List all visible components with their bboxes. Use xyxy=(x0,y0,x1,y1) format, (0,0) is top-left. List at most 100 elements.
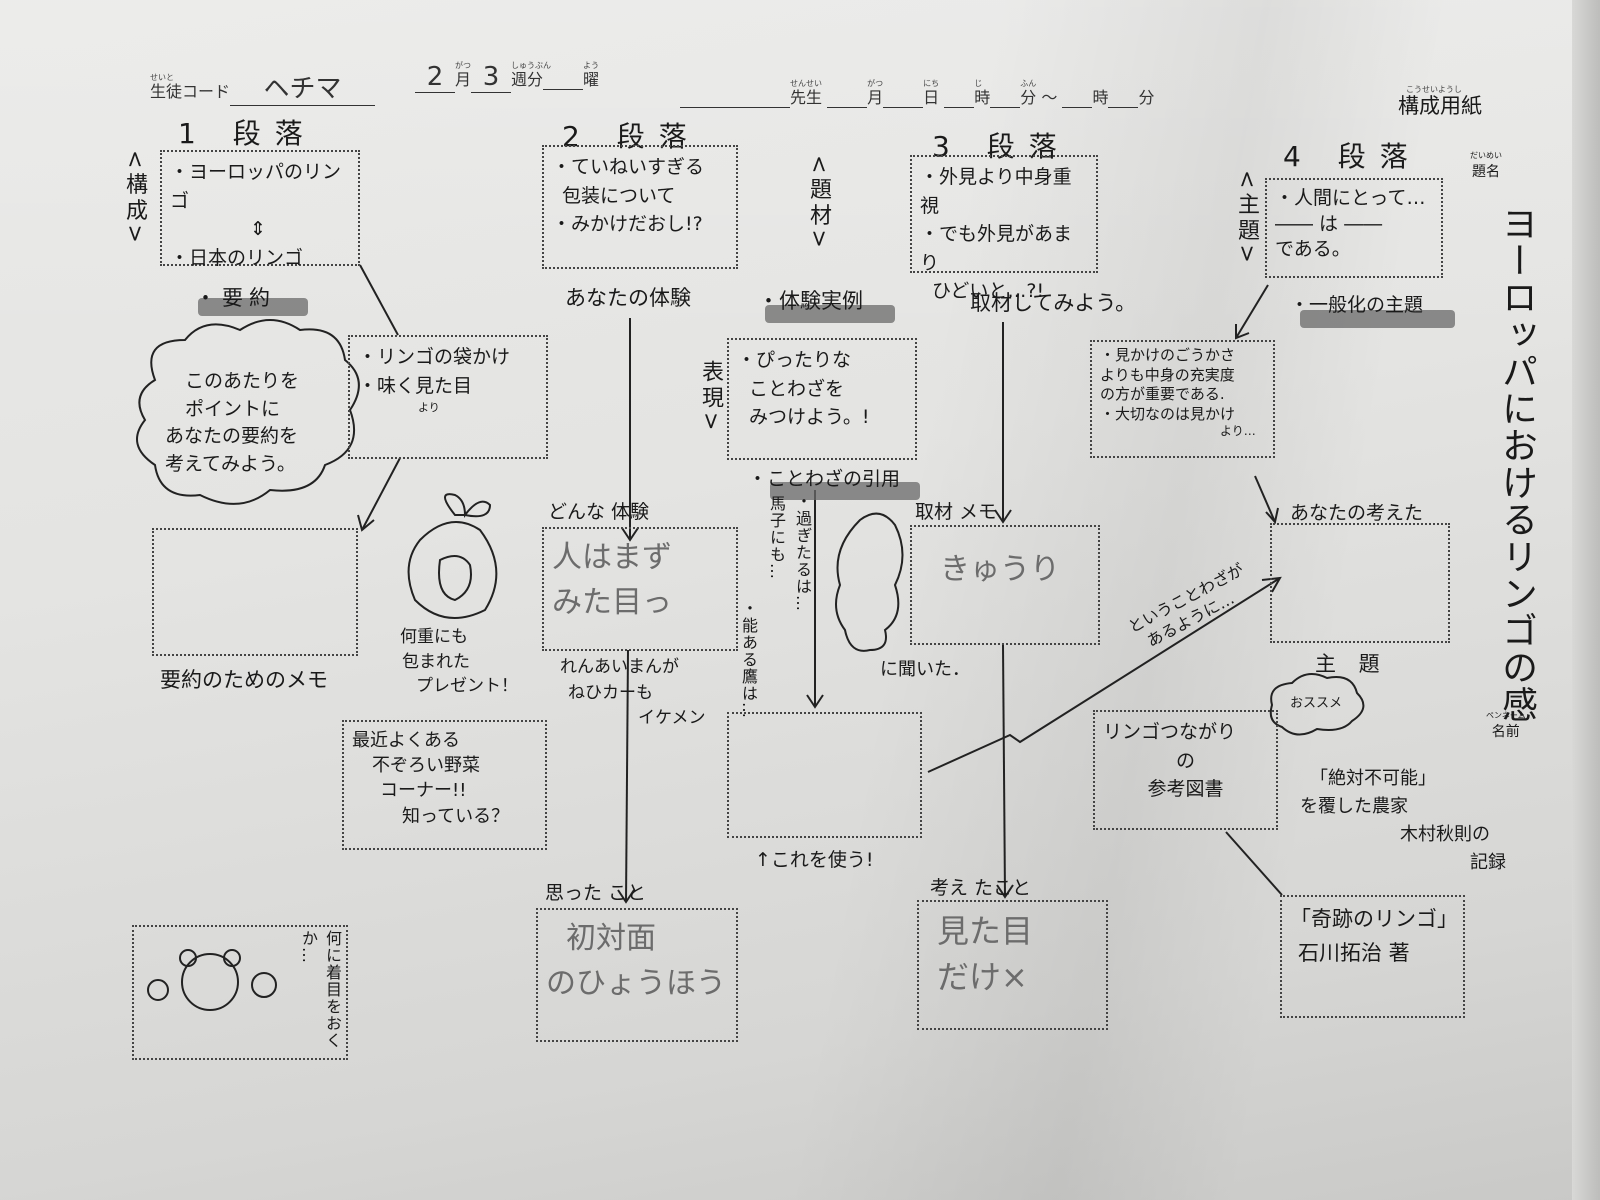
your-theme-box[interactable] xyxy=(1270,523,1450,643)
ruby: よう xyxy=(583,61,600,70)
note-line: れんあいまんが xyxy=(560,657,679,677)
note-line: を覆した農家 xyxy=(1300,795,1408,817)
ruby: がつ xyxy=(455,61,471,70)
note-line: 記録 xyxy=(1470,851,1506,873)
teacher-time: せんせい先生 がつ月 にち日 じ時 ふん分 ～ 時 分 xyxy=(680,79,1155,108)
paragraph-4-box[interactable]: ・人間にとって…―― は ――である。 xyxy=(1265,178,1443,278)
wrapped-apple-drawing xyxy=(407,521,498,619)
arrow-head xyxy=(996,884,1014,899)
bear-drawing-box[interactable] xyxy=(132,925,348,1060)
cloud-line: ポイントに xyxy=(185,397,281,420)
ruby: ふん xyxy=(1020,79,1037,88)
proverb-box[interactable]: ・ぴったりなことわざをみつけよう。! xyxy=(727,338,917,460)
box-line: コーナー!! xyxy=(380,780,467,802)
box-line: ・みかけだおし!? xyxy=(552,213,703,235)
sheet-title-text: 構成用紙 xyxy=(1398,94,1482,118)
reference-book-box[interactable]: リンゴつながりの参考図書 xyxy=(1093,710,1278,830)
box-line: 知っている？ xyxy=(402,805,510,827)
student-code: せいと生徒コードヘチマ xyxy=(150,68,376,106)
cloud-figure xyxy=(835,512,904,652)
arrow-head xyxy=(1235,324,1250,340)
proverb: ・能ある鷹は… xyxy=(739,600,758,719)
sheet-title: こうせいようし構成用紙 xyxy=(1398,85,1482,120)
arrow-head xyxy=(617,889,635,904)
vegetable-note-box[interactable]: 最近よくある不ぞろい野菜コーナー!!知っている？ xyxy=(342,720,547,850)
manga-note: れんあいまんがねひカーもイケメン xyxy=(560,655,706,732)
interview-memo-value: きゅうり xyxy=(940,552,1060,587)
arrow-line xyxy=(927,577,1281,773)
kind-of-experience-label: どんな 体験 xyxy=(548,501,650,523)
note-line: プレゼント！ xyxy=(416,676,518,697)
box-line: みた目っ xyxy=(552,585,672,620)
summary-memo-box[interactable] xyxy=(152,528,358,656)
cloud-line: 考えてみよう。 xyxy=(165,452,296,475)
theme-label: 主 題 xyxy=(1315,652,1388,676)
arrow-head xyxy=(1265,507,1279,525)
paragraph-4-heading: 4 段落 xyxy=(1283,140,1422,173)
record-note: 「絶対不可能」を覆した農家木村秋則の記録 xyxy=(1300,765,1506,877)
day-label: 日 xyxy=(923,88,940,107)
box-line: ・大切なのは見かけ xyxy=(1100,404,1236,423)
thought-label: 考え たこと xyxy=(930,877,1032,899)
box-line: のひょうほう xyxy=(546,966,726,1001)
box-line: の方が重要である. xyxy=(1100,385,1225,403)
month-value[interactable]: 2 xyxy=(415,62,455,93)
box-line: ・人間にとって… xyxy=(1275,187,1426,209)
weekday-label: 曜 xyxy=(583,70,600,89)
book-author: 石川拓治 著 xyxy=(1298,940,1410,965)
proverb-use-box[interactable] xyxy=(727,712,922,838)
box-line: ・味く見た目 xyxy=(358,374,473,397)
arrow-line xyxy=(361,457,401,531)
box-line: 包装について xyxy=(562,184,676,207)
interview-memo-label: 取材 メモ xyxy=(915,501,998,523)
structure-box[interactable]: ・ヨーロッパのリンゴ⇕・日本のリンゴ xyxy=(160,150,360,269)
thought-box-3[interactable]: 見た目だけ× xyxy=(917,900,1108,1030)
box-line: 参考図書 xyxy=(1147,778,1224,800)
highlight xyxy=(765,305,895,323)
interview-memo-box[interactable]: きゅうり xyxy=(910,525,1100,645)
box-line: ・外見より中身重視 xyxy=(920,166,1072,217)
arrow-head xyxy=(357,514,375,532)
box-line: ひどいと…?! xyxy=(932,280,1045,302)
box-line: よりも中身の充実度 xyxy=(1100,365,1235,384)
experience-box[interactable]: 人はまずみた目っ xyxy=(542,527,738,651)
paragraph-2-box[interactable]: ・ていねいすぎる包装について・みかけだおし!? xyxy=(542,145,738,269)
arrow-head xyxy=(994,509,1012,524)
box-line: ・リンゴの袋かけ xyxy=(358,346,511,368)
minute-label: 分 xyxy=(1138,88,1155,107)
arrow-line xyxy=(1254,475,1276,523)
week-value[interactable]: 3 xyxy=(471,62,512,93)
box-line: 人はまず xyxy=(552,540,672,575)
subject-label: <題材> xyxy=(806,155,831,252)
thought-box[interactable]: 初対面のひょうほう xyxy=(536,908,738,1042)
tilde: ～ xyxy=(1041,88,1058,107)
highlight xyxy=(198,298,308,316)
ruby: こうせいようし xyxy=(1406,85,1462,94)
penname-label-text: 名前 xyxy=(1491,724,1520,740)
box-line: ことわざを xyxy=(749,377,845,400)
arrow-head xyxy=(1261,576,1282,593)
box-line: ・ぴったりな xyxy=(737,349,852,371)
ruby: にち xyxy=(923,79,940,88)
hour-label: 時 xyxy=(974,88,991,107)
title-label: だいめい題名 xyxy=(1470,150,1502,181)
box-line: ・見かけのごうかさ xyxy=(1100,346,1236,364)
arrow-line xyxy=(1235,284,1269,339)
your-theme-label: あなたの考えた xyxy=(1290,502,1424,524)
generalized-theme-box[interactable]: ・見かけのごうかさよりも中身の充実度の方が重要である.・大切なのは見かけより… xyxy=(1090,340,1275,458)
box-line: である。 xyxy=(1275,238,1351,261)
point-box[interactable]: ・リンゴの袋かけ・味く見た目より xyxy=(348,335,548,459)
box-line: より xyxy=(418,401,440,414)
box-line: の xyxy=(1175,749,1195,772)
minute-label: 分 xyxy=(1020,88,1037,107)
essay-title[interactable]: ヨーロッパにおけるリンゴの感 xyxy=(1496,205,1537,723)
box-line: だけ× xyxy=(937,958,1028,997)
paragraph-3-box[interactable]: ・外見より中身重視・でも外見があまりひどいと…?! xyxy=(910,155,1098,302)
box-line: ・日本のリンゴ xyxy=(170,246,304,269)
box-line: 不ぞろい野菜 xyxy=(372,755,480,777)
box-line: より… xyxy=(1220,424,1256,438)
apple-drawing xyxy=(251,972,277,998)
miracle-apple-book-box[interactable]: 「奇跡のリンゴ」石川拓治 著 xyxy=(1280,895,1465,1018)
student-code-value[interactable]: ヘチマ xyxy=(230,68,376,106)
